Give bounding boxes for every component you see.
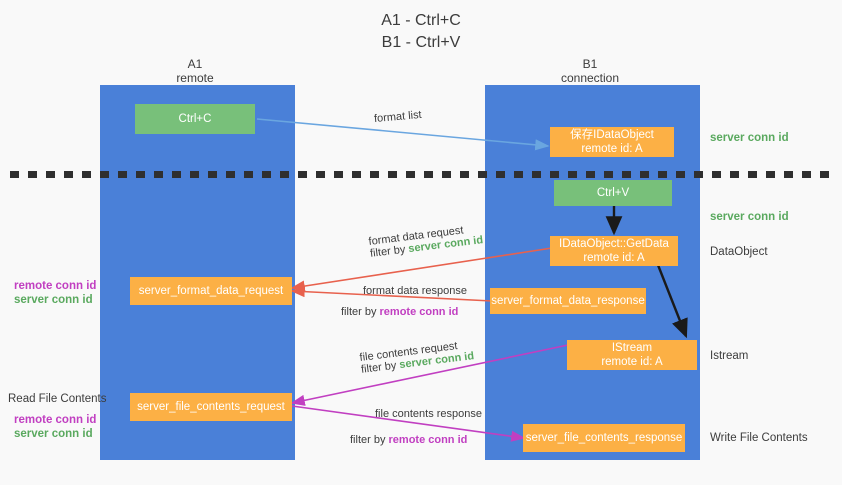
right-label-dataobject: DataObject	[710, 246, 768, 258]
edge-label-file-contents-response-text: file contents response	[375, 408, 483, 420]
box-idataobject-getdata-sub: remote id: A	[583, 252, 645, 264]
right-label-istream: Istream	[710, 350, 749, 362]
edge-label-format-list: format list	[374, 109, 423, 125]
box-istream[interactable]: IStream remote id: A	[567, 340, 697, 370]
box-idataobject-sub: remote id: A	[581, 143, 643, 155]
left-label-read-file-contents: Read File Contents	[8, 393, 107, 405]
title-line-1: A1 - Ctrl+C	[381, 12, 461, 29]
box-idataobject-getdata[interactable]: IDataObject::GetData remote id: A	[550, 236, 678, 266]
right-label-server-conn-id-mid: server conn id	[710, 211, 789, 223]
left-label-remote-conn-id-2: remote conn id	[14, 414, 97, 426]
right-label-write-file-contents: Write File Contents	[710, 432, 808, 444]
box-istream-title: IStream	[611, 342, 653, 354]
edge-label-format-data-response-text: format data response	[363, 285, 467, 297]
edge-label-file-contents-response-filter: filter by remote conn id	[350, 434, 467, 446]
column-header-b1-sub: connection	[560, 71, 620, 85]
edge-label-format-list-text: format list	[373, 108, 423, 126]
edge-label-file-contents-response: file contents response	[375, 408, 482, 420]
edge-label-format-data-request: format data request filter by server con…	[368, 222, 484, 259]
box-ctrl-v-label: Ctrl+V	[596, 187, 630, 199]
left-label-server-conn-id-2: server conn id	[14, 428, 93, 440]
box-istream-sub: remote id: A	[601, 356, 663, 368]
box-idataobject[interactable]: 保存IDataObject remote id: A	[550, 127, 674, 157]
title-line-2: B1 - Ctrl+V	[381, 34, 461, 51]
box-server-file-contents-response[interactable]: server_file_contents_response	[523, 424, 685, 452]
left-label-remote-conn-id-1: remote conn id	[14, 280, 97, 292]
box-idataobject-title: 保存IDataObject	[570, 129, 654, 141]
edge-label-format-data-response-filter: filter by remote conn id	[341, 306, 458, 318]
right-label-server-conn-id-top: server conn id	[710, 132, 789, 144]
box-ctrl-v[interactable]: Ctrl+V	[554, 180, 672, 206]
box-server-file-contents-request-label: server_file_contents_request	[137, 401, 285, 413]
column-header-b1: B1 connection	[490, 57, 690, 85]
filter-key-remote-conn-id: remote conn id	[379, 306, 459, 318]
column-header-a1-name: A1	[187, 57, 203, 71]
box-server-format-data-request-label: server_format_data_request	[138, 285, 284, 297]
filter-prefix-2: filter by	[341, 306, 380, 318]
left-label-server-conn-id-1: server conn id	[14, 294, 93, 306]
box-server-file-contents-response-label: server_file_contents_response	[525, 432, 683, 444]
box-server-format-data-response-label: server_format_data_response	[491, 295, 645, 307]
edge-label-format-data-response: format data response	[363, 285, 467, 297]
edge-label-file-contents-request: file contents request filter by server c…	[359, 338, 475, 376]
box-ctrl-c[interactable]: Ctrl+C	[135, 104, 255, 134]
phase-divider	[10, 171, 832, 178]
box-idataobject-getdata-title: IDataObject::GetData	[559, 238, 669, 250]
column-header-a1: A1 remote	[95, 57, 295, 85]
column-header-b1-name: B1	[582, 57, 598, 71]
box-ctrl-c-label: Ctrl+C	[178, 113, 212, 125]
filter-key-remote-conn-id-2: remote conn id	[388, 434, 468, 446]
box-server-file-contents-request[interactable]: server_file_contents_request	[130, 393, 292, 421]
box-server-format-data-response[interactable]: server_format_data_response	[490, 288, 646, 314]
diagram-title: A1 - Ctrl+C B1 - Ctrl+V	[0, 10, 842, 54]
box-server-format-data-request[interactable]: server_format_data_request	[130, 277, 292, 305]
column-header-a1-sub: remote	[176, 71, 214, 85]
filter-prefix-4: filter by	[350, 434, 389, 446]
